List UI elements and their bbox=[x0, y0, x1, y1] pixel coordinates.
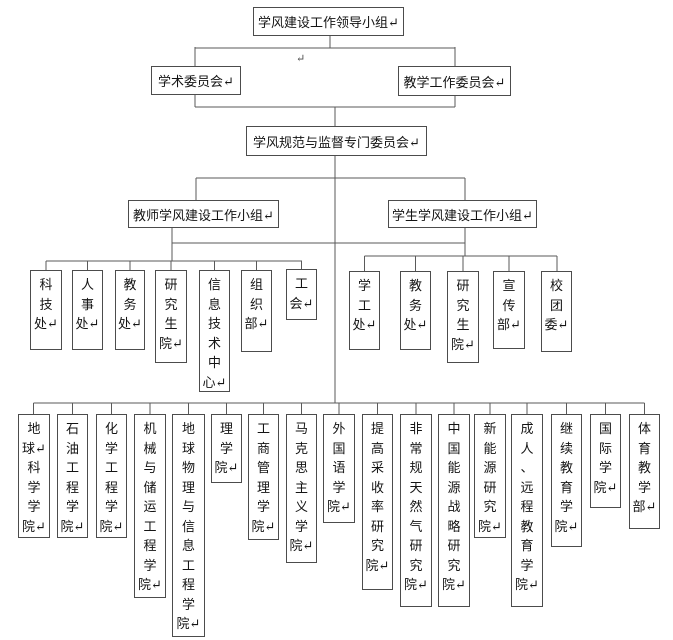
college-adult-distance-edu: 成 人 、 远 程 教 育 学 院↵ bbox=[511, 414, 543, 607]
college-business-admin: 工 商 管 理 学 院↵ bbox=[248, 414, 279, 540]
institute-eor-research: 提 高 采 收 率 研 究 院↵ bbox=[362, 414, 393, 590]
node-supervision-committee: 学风规范与监督专门委员会↵ bbox=[246, 126, 427, 156]
dept-labor-union: 工 会↵ bbox=[286, 269, 317, 320]
dept-graduate-school-2: 研 究 生 院↵ bbox=[447, 271, 479, 363]
dept-hr-office: 人 事 处↵ bbox=[72, 270, 103, 350]
dept-physical-edu: 体 育 教 学 部↵ bbox=[629, 414, 660, 529]
institute-new-energy: 新 能 源 研 究 院↵ bbox=[474, 414, 506, 538]
college-continuing-edu: 继 续 教 育 学 院↵ bbox=[551, 414, 582, 547]
college-science: 理 学 院↵ bbox=[211, 414, 242, 483]
dept-youth-league: 校 团 委↵ bbox=[541, 271, 572, 352]
college-marxism: 马 克 思 主 义 学 院↵ bbox=[286, 414, 317, 563]
dept-academic-affairs-office: 教 务 处↵ bbox=[115, 270, 145, 350]
node-student-group: 学生学风建设工作小组↵ bbox=[388, 200, 537, 228]
college-international: 国 际 学 院↵ bbox=[590, 414, 621, 508]
dept-info-tech-center: 信 息 技 术 中 心↵ bbox=[199, 270, 230, 392]
paragraph-mark: ↵ bbox=[296, 53, 306, 65]
node-leadership-group: 学风建设工作领导小组↵ bbox=[253, 7, 404, 36]
node-teaching-work-committee: 教学工作委员会↵ bbox=[398, 66, 511, 96]
college-mechanical-transport-eng: 机 械 与 储 运 工 程 学 院↵ bbox=[134, 414, 166, 598]
dept-organization: 组 织 部↵ bbox=[241, 270, 272, 352]
dept-graduate-school: 研 究 生 院↵ bbox=[155, 270, 187, 363]
node-teacher-group: 教师学风建设工作小组↵ bbox=[128, 200, 279, 228]
dept-student-affairs-office: 学 工 处↵ bbox=[349, 271, 380, 350]
dept-science-tech-office: 科 技 处↵ bbox=[30, 270, 62, 350]
college-geoscience: 地 球↵ 科 学 学 院↵ bbox=[18, 414, 50, 538]
dept-publicity: 宣 传 部↵ bbox=[493, 271, 525, 349]
institute-china-energy-strategy: 中 国 能 源 战 略 研 究 院↵ bbox=[438, 414, 470, 607]
node-academic-committee: 学术委员会↵ bbox=[151, 66, 241, 95]
institute-unconventional-gas: 非 常 规 天 然 气 研 究 院↵ bbox=[400, 414, 432, 607]
college-geophysics-info-eng: 地 球 物 理 与 信 息 工 程 学 院↵ bbox=[172, 414, 205, 637]
dept-academic-affairs-office-2: 教 务 处↵ bbox=[400, 271, 431, 350]
college-foreign-languages: 外 国 语 学 院↵ bbox=[323, 414, 355, 523]
college-chemical-eng: 化 学 工 程 学 院↵ bbox=[96, 414, 127, 538]
college-petroleum-eng: 石 油 工 程 学 院↵ bbox=[57, 414, 88, 538]
